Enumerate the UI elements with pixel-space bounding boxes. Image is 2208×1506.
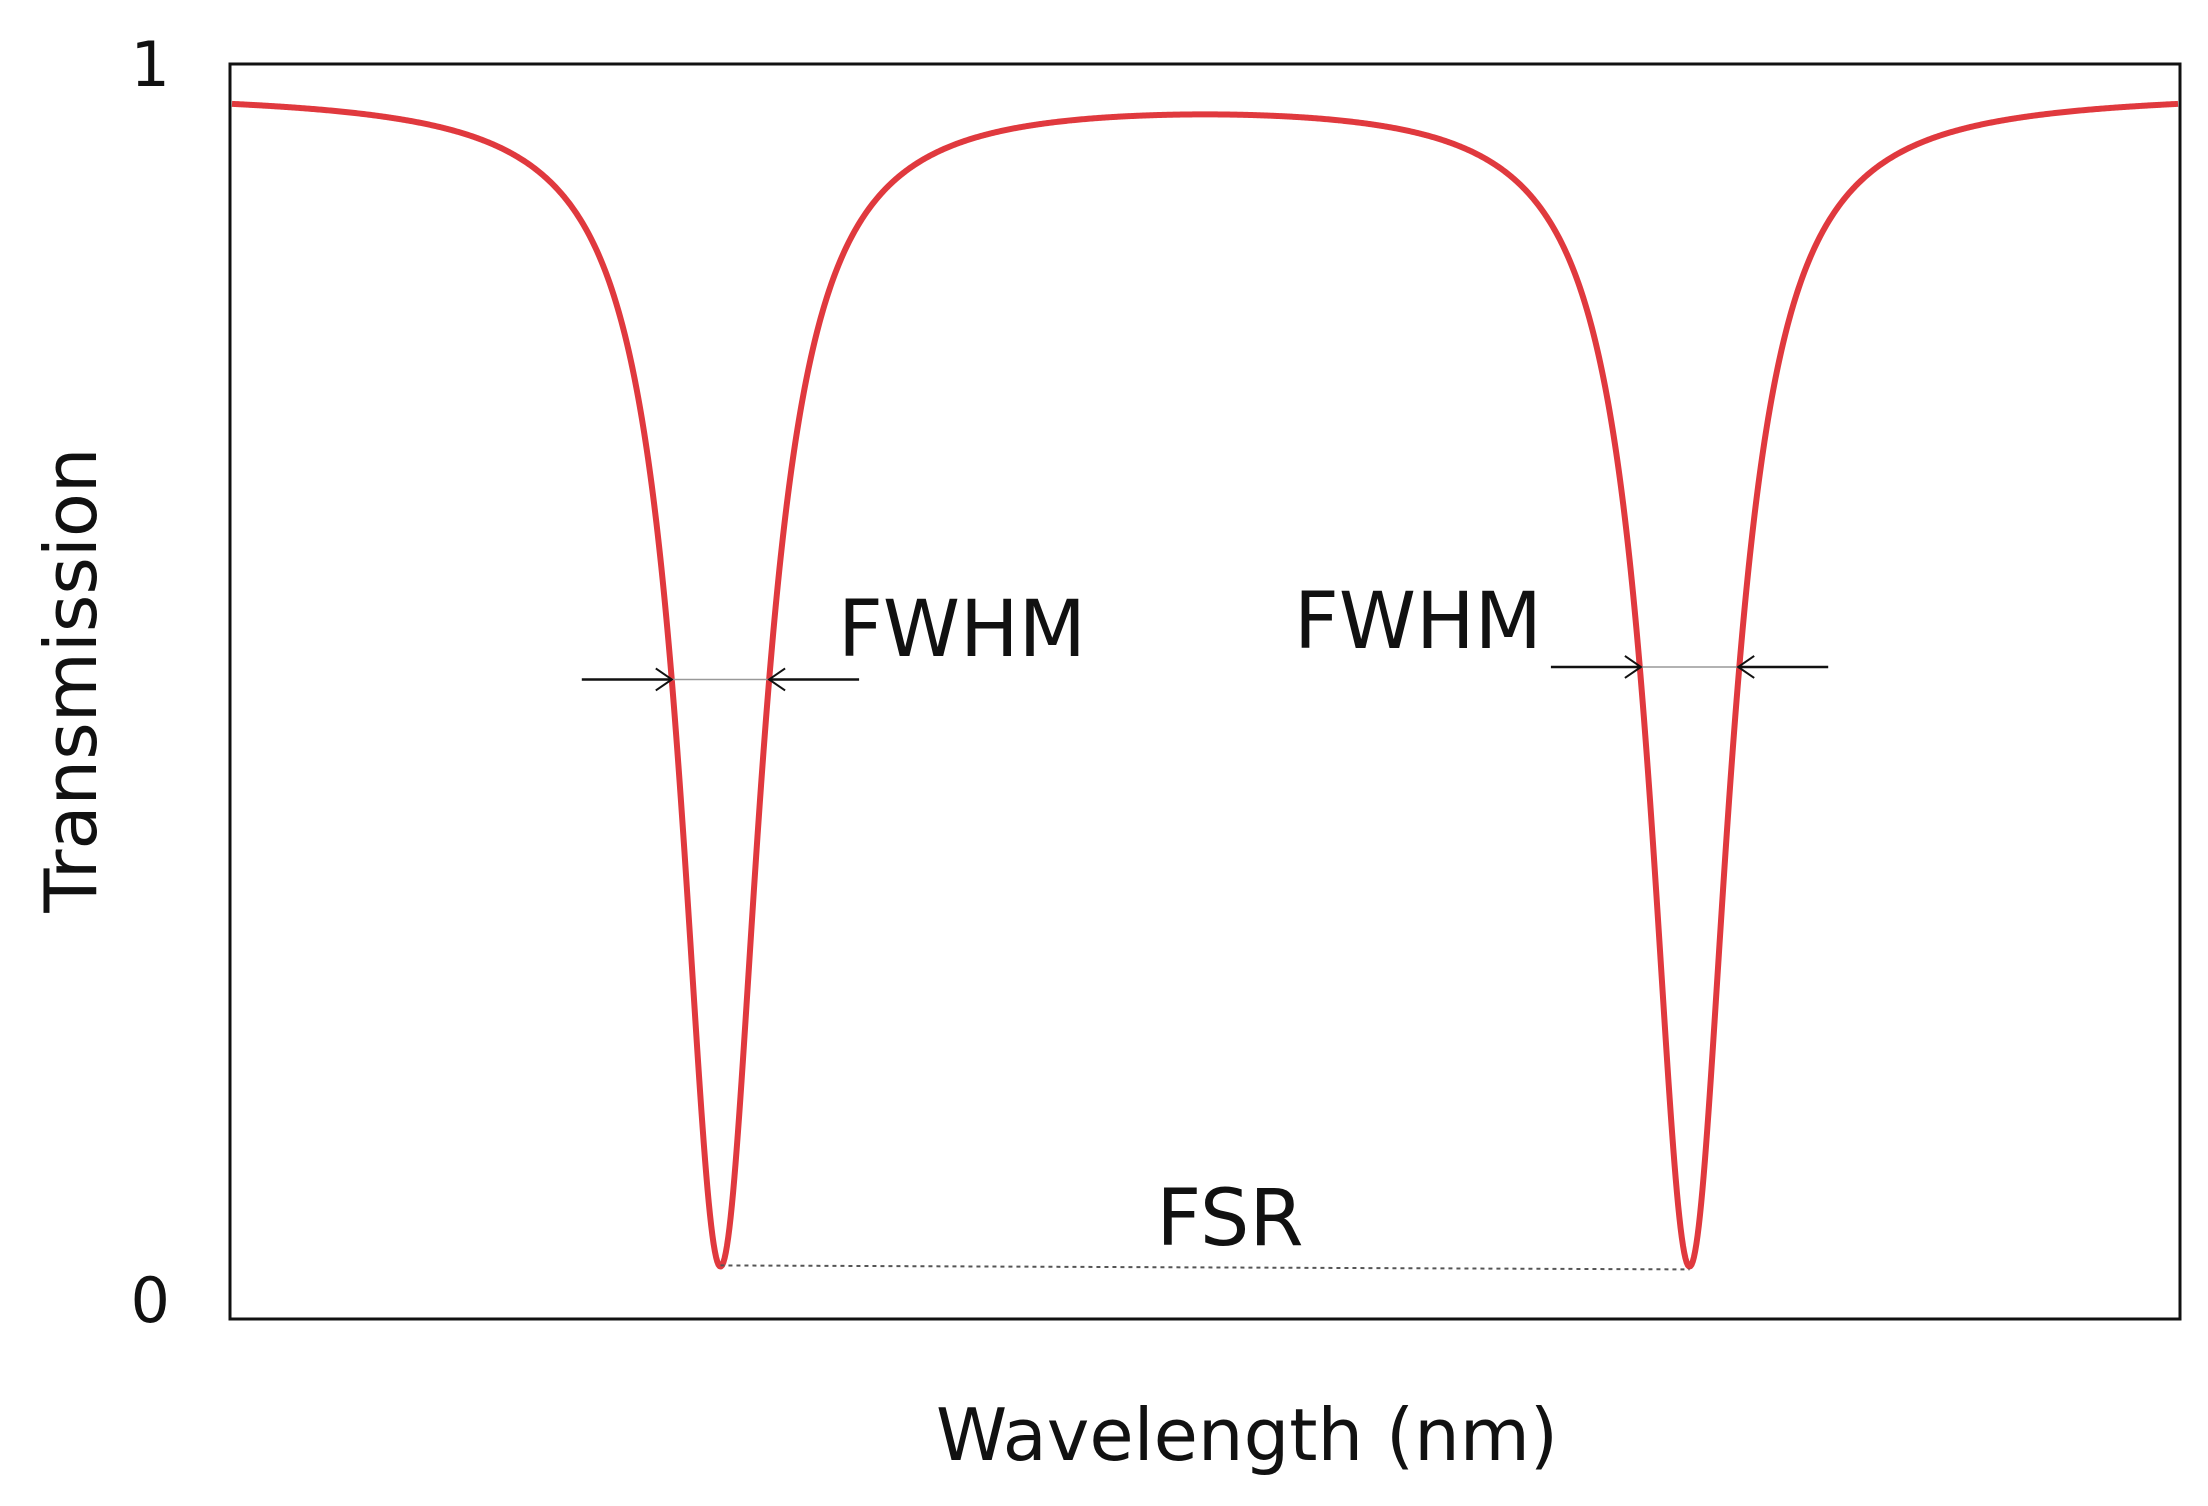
fsr-label: FSR: [1156, 1174, 1303, 1264]
y-axis-label: Transmission: [29, 447, 113, 913]
chart-marks: [230, 100, 2180, 1271]
fwhm-left-left-arrowhead: [655, 667, 674, 692]
fwhm-right-label: FWHM: [1294, 577, 1542, 667]
x-axis-label: Wavelength (nm): [936, 1393, 1558, 1477]
plot-frame: [228, 62, 2182, 1321]
y-tick-1: 1: [131, 28, 170, 101]
fwhm-right-left-arrowhead: [1624, 655, 1643, 679]
fwhm-left-label: FWHM: [838, 585, 1086, 675]
transmission-curve: [230, 100, 2180, 1270]
y-tick-0: 0: [131, 1264, 170, 1337]
fwhm-left-right-arrowhead: [767, 667, 786, 692]
fsr-dotted-line: [720, 1264, 1690, 1271]
fwhm-right-right-arrowhead: [1736, 655, 1755, 679]
